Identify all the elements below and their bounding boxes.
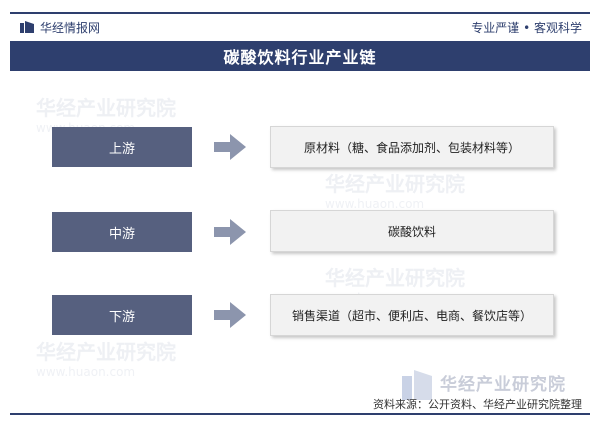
source-note: 资料来源：公开资料、华经产业研究院整理: [373, 398, 582, 411]
footer-brand: 华经产业研究院: [440, 375, 566, 395]
arrow-right-icon: [214, 134, 246, 160]
stage-description-downstream: 销售渠道（超市、便利店、电商、餐饮店等）: [270, 294, 554, 336]
brand-name: 华经情报网: [40, 20, 101, 35]
arrow-right-icon: [214, 302, 246, 328]
top-rule: [10, 12, 590, 14]
stage-description-midstream: 碳酸饮料: [270, 210, 554, 252]
stage-label-midstream: 中游: [52, 212, 192, 252]
header-slogan: 专业严谨 • 客观科学: [471, 20, 582, 35]
bottom-rule: [10, 413, 590, 415]
arrow-right-icon: [214, 219, 246, 245]
stage-description-upstream: 原材料（糖、食品添加剂、包装材料等）: [270, 126, 554, 168]
header-brand: 华经情报网: [20, 17, 100, 37]
brand-logo-icon: [20, 21, 34, 33]
footer-logo-icon: [402, 370, 432, 400]
stage-label-upstream: 上游: [52, 127, 192, 167]
stage-label-downstream: 下游: [52, 295, 192, 335]
chart-title: 碳酸饮料行业产业链: [10, 41, 590, 71]
